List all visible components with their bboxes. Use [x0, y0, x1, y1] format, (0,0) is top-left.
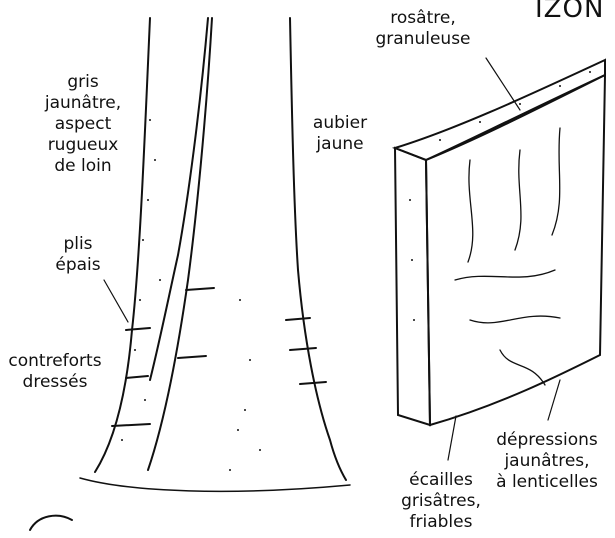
label-line: grisâtres,: [386, 491, 496, 512]
label-bark-left: gris jaunâtre, aspect rugueux de loin: [28, 72, 138, 177]
fold-line-2: [126, 376, 148, 378]
label-slash-top: rosâtre, granuleuse: [360, 8, 486, 50]
label-line: épais: [38, 255, 118, 276]
ground-line: [80, 478, 350, 491]
label-line: dressés: [0, 372, 110, 393]
label-scales: écailles grisâtres, friables: [386, 470, 496, 533]
left-trunk-outline-right: [150, 18, 208, 380]
label-sapwood: aubier jaune: [300, 113, 380, 155]
label-line: aubier: [300, 113, 380, 134]
label-line: contreforts: [0, 351, 110, 372]
label-line: écailles: [386, 470, 496, 491]
fold-line-1: [126, 328, 150, 330]
fold-line-4: [186, 288, 214, 290]
bark-block-top: [395, 60, 605, 160]
fold-line-5: [178, 356, 206, 358]
label-line: rugueux: [28, 135, 138, 156]
fold-line-6: [286, 318, 310, 320]
label-line: friables: [386, 512, 496, 533]
fold-line-3: [112, 424, 150, 426]
label-folds: plis épais: [38, 234, 118, 276]
label-line: plis: [38, 234, 118, 255]
leader-scales: [448, 416, 456, 460]
leader-folds: [104, 280, 128, 322]
leader-depressions: [548, 380, 560, 420]
label-line: rosâtre,: [360, 8, 486, 29]
label-line: jaunâtre,: [28, 93, 138, 114]
root-squiggle: [30, 516, 72, 530]
label-line: granuleuse: [360, 29, 486, 50]
title-fragment: IZON: [535, 0, 604, 24]
fold-line-8: [300, 382, 326, 384]
label-line: de loin: [28, 156, 138, 177]
label-depressions: dépressions jaunâtres, à lenticelles: [482, 430, 612, 493]
bark-cracks: [455, 128, 560, 385]
label-line: gris: [28, 72, 138, 93]
label-line: à lenticelles: [482, 472, 612, 493]
label-line: aspect: [28, 114, 138, 135]
label-buttresses: contreforts dressés: [0, 351, 110, 393]
label-line: jaunâtres,: [482, 451, 612, 472]
label-line: dépressions: [482, 430, 612, 451]
right-trunk-outline-right: [290, 18, 346, 480]
fold-line-7: [290, 348, 316, 350]
label-line: jaune: [300, 134, 380, 155]
bark-block-front: [395, 148, 430, 425]
